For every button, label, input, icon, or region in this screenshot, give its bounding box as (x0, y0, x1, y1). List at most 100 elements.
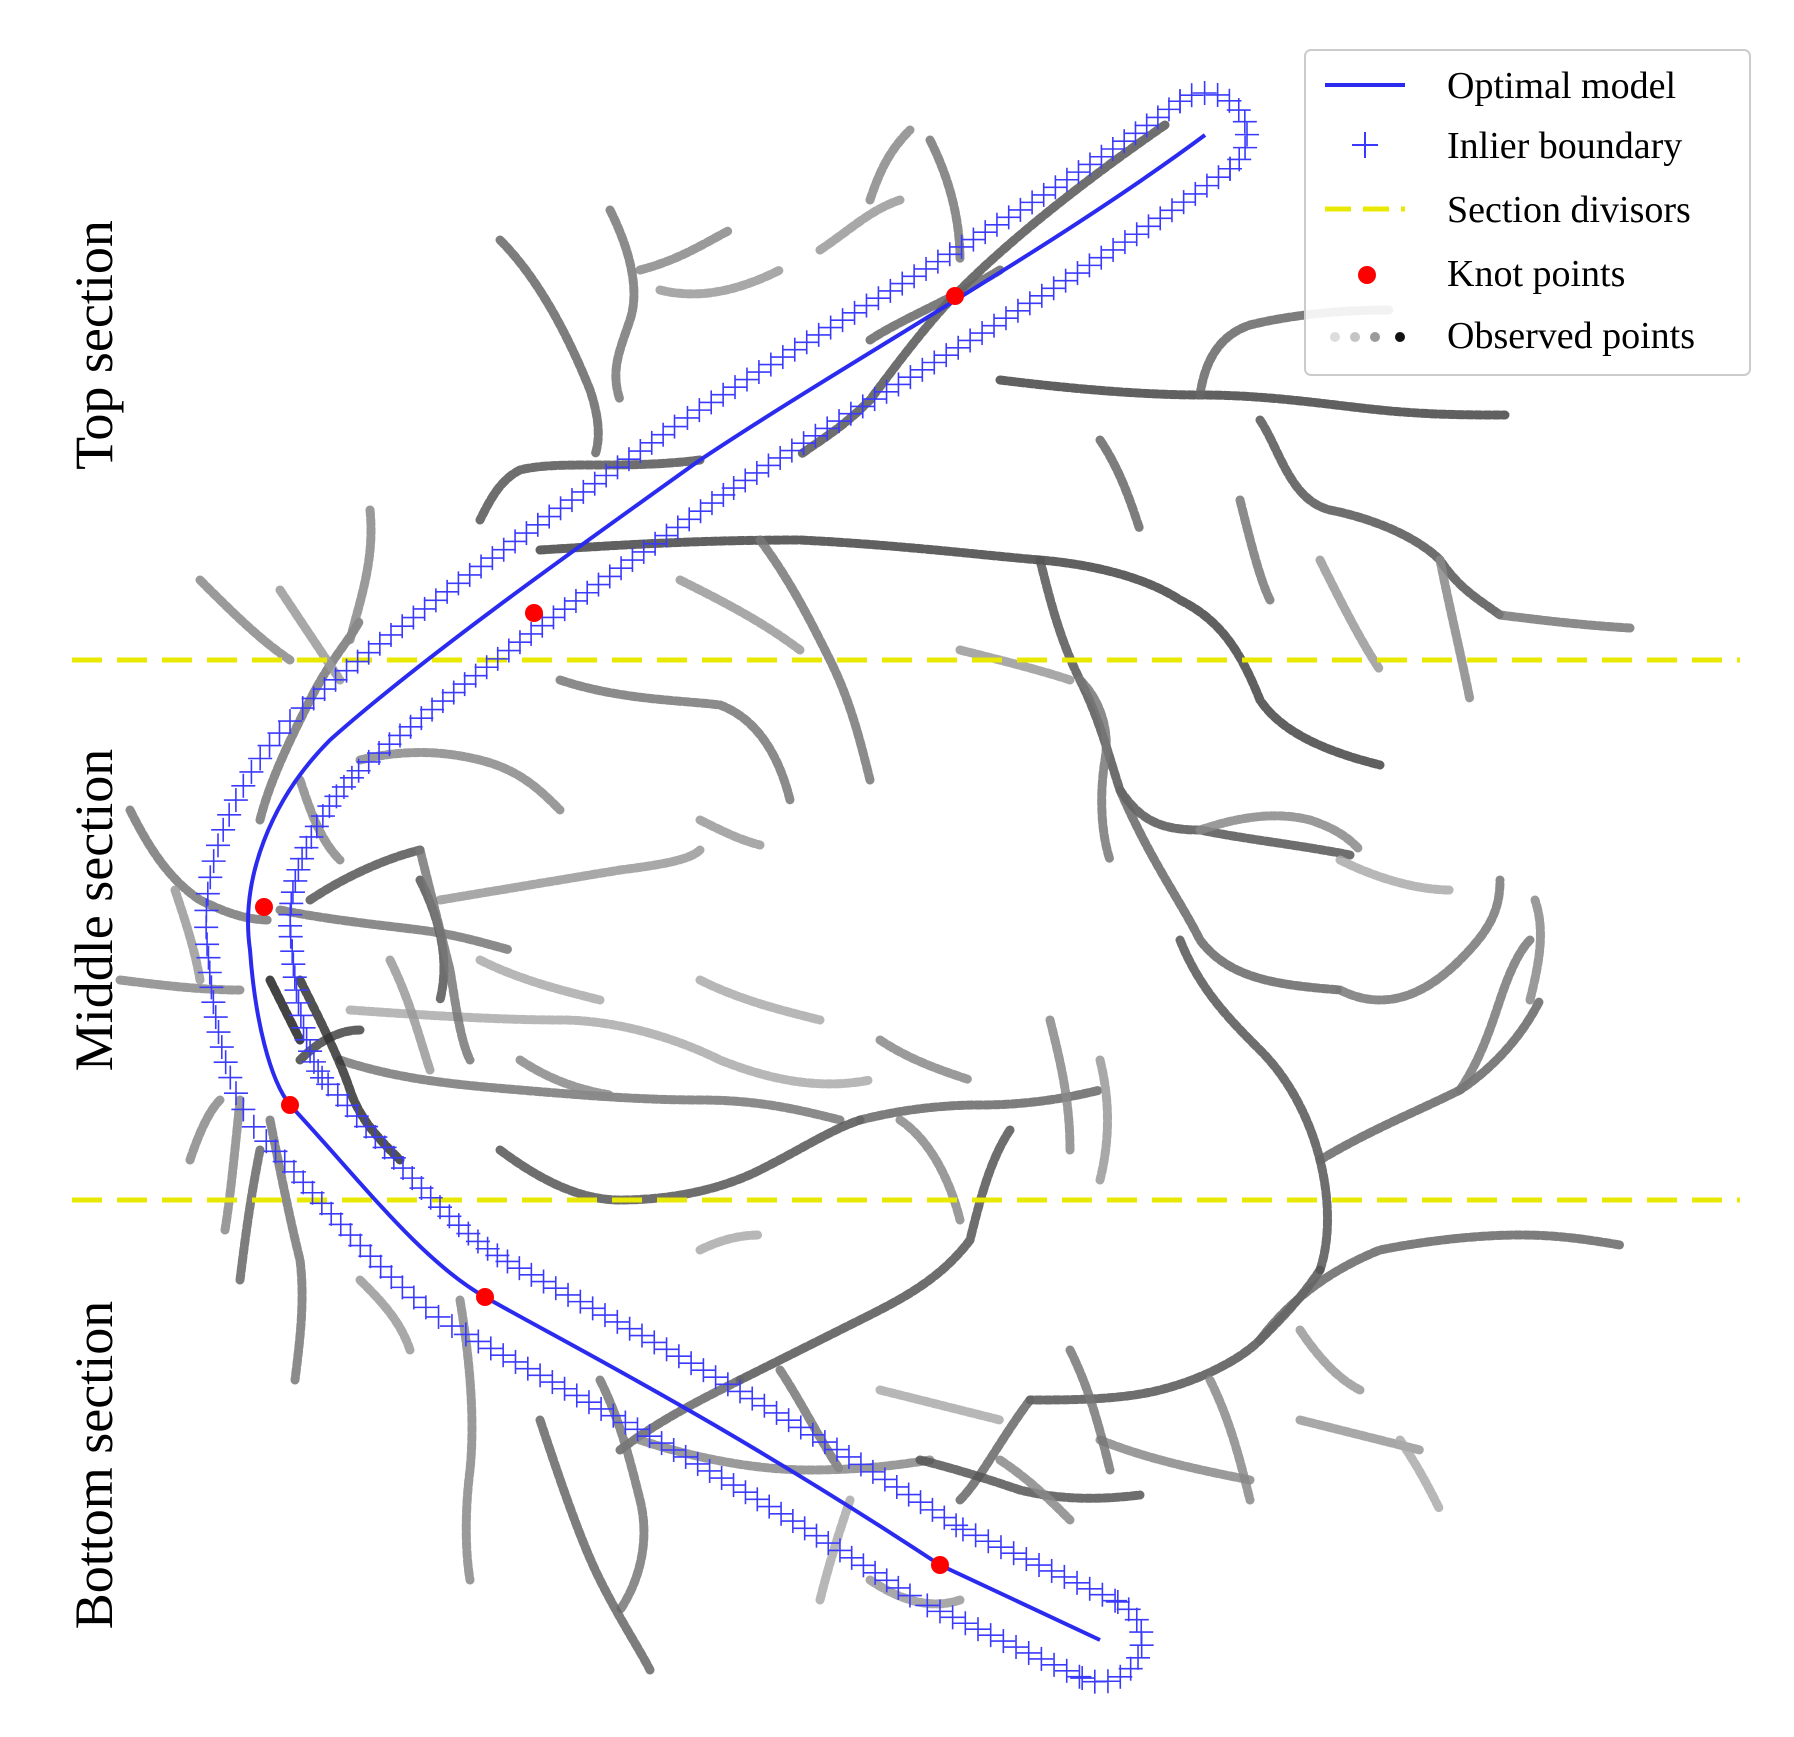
inlier-boundary-marker (540, 1370, 565, 1395)
inlier-boundary-marker (691, 1358, 716, 1383)
inlier-boundary-marker (401, 1285, 426, 1310)
inlier-boundary-marker (195, 932, 220, 957)
inlier-boundary-marker (728, 1379, 753, 1404)
vessel-segment (875, 1385, 1005, 1425)
inlier-boundary-marker (740, 1386, 765, 1411)
inlier-boundary-marker (283, 868, 308, 893)
inlier-boundary-marker (1234, 122, 1259, 147)
vessel-segment (355, 1275, 415, 1355)
inlier-boundary-marker (301, 686, 326, 711)
inlier-boundary-marker (1039, 1558, 1064, 1583)
inlier-boundary-marker (284, 978, 309, 1003)
inlier-boundary-marker (478, 1336, 503, 1361)
knot-point (525, 604, 543, 622)
inlier-boundary-marker (625, 1417, 650, 1442)
inlier-boundary-marker (768, 445, 793, 470)
vessel-segment (345, 505, 376, 645)
vessel-segment (955, 1395, 1035, 1505)
inlier-boundary-marker (426, 1304, 451, 1329)
inlier-boundary-marker (316, 1072, 341, 1097)
inlier-boundary-marker (356, 749, 381, 774)
inlier-boundary-marker (211, 817, 236, 842)
inlier-boundary-marker (915, 1593, 940, 1618)
knot-points (255, 287, 964, 1574)
inlier-boundary-marker (996, 205, 1021, 230)
inlier-boundary-marker (194, 915, 219, 940)
inlier-boundary-marker (703, 1365, 728, 1390)
inlier-boundary-marker (993, 306, 1018, 331)
inlier-boundary-marker (788, 1415, 813, 1440)
inlier-boundary-marker (279, 891, 304, 916)
inlier-boundary-marker (842, 300, 867, 325)
inlier-boundary-marker (323, 667, 348, 692)
inlier-boundary-marker (248, 746, 273, 771)
inlier-boundary-marker (601, 1403, 626, 1428)
inlier-boundary-marker (792, 1516, 817, 1541)
inlier-boundary-marker (666, 1344, 691, 1369)
inlier-boundary-marker (1179, 83, 1204, 108)
middle-section-label: Middle section (64, 749, 124, 1071)
inlier-boundary-marker (1108, 1664, 1133, 1689)
vessel-segment (1315, 555, 1385, 675)
inlier-boundary-marker (803, 423, 828, 448)
vessel-segment (295, 975, 405, 1165)
inlier-boundary-marker (752, 1393, 777, 1418)
vessel-segment (275, 905, 515, 955)
observed-vessel-points (115, 120, 1635, 1675)
inlier-boundary-marker (291, 1015, 316, 1040)
knot-point (946, 287, 964, 305)
inlier-boundary-marker (1192, 81, 1217, 106)
inlier-boundary-marker (310, 804, 335, 829)
inlier-boundary-marker (291, 1170, 316, 1195)
inlier-boundary-marker (949, 234, 974, 259)
vessel-segment (1095, 1055, 1112, 1185)
vessel-segment (185, 1095, 225, 1165)
vessel-segment (1045, 1015, 1075, 1155)
legend-inlier-boundary-label: Inlier boundary (1447, 125, 1682, 167)
vessel-segment (435, 845, 705, 905)
inlier-boundary-marker (409, 1176, 434, 1201)
inlier-boundary-marker (485, 1243, 510, 1268)
legend-inlier-boundary-swatch (1352, 132, 1378, 158)
inlier-boundary-marker (958, 328, 983, 353)
inlier-boundary-marker (984, 212, 1009, 237)
inlier-boundary-marker (304, 814, 329, 839)
inlier-boundary-marker (746, 360, 771, 385)
vessel-segment (755, 535, 875, 785)
inlier-boundary-marker (278, 924, 303, 949)
vessel-segment (1495, 610, 1635, 633)
inlier-boundary-marker (679, 1351, 704, 1376)
inlier-boundary-marker (661, 1438, 686, 1463)
inlier-boundary-marker (298, 1039, 323, 1064)
inlier-boundary-marker (280, 880, 305, 905)
inlier-boundary-marker (556, 1282, 581, 1307)
inlier-boundary-marker (224, 1081, 249, 1106)
inlier-boundary-marker (953, 1611, 978, 1636)
vessel-segment (655, 265, 785, 299)
inlier-boundary-marker (617, 1316, 642, 1341)
inlier-boundary-marker (878, 278, 903, 303)
inlier-boundary-marker (267, 721, 292, 746)
inlier-boundary-marker (800, 1422, 825, 1447)
vessel-segment (615, 1375, 745, 1455)
inlier-boundary-marker (334, 658, 359, 683)
inlier-boundary-marker (944, 1513, 969, 1538)
inlier-boundary-marker (961, 227, 986, 252)
inlier-boundary-marker (368, 1254, 393, 1279)
inlier-boundary-marker (348, 1233, 373, 1258)
inlier-boundary-marker (290, 696, 315, 721)
inlier-boundary-marker (206, 833, 231, 858)
inlier-boundary-marker (914, 256, 939, 281)
inlier-boundary-marker (1029, 1646, 1054, 1671)
vessel-segment (925, 135, 965, 265)
inlier-boundary-marker (890, 271, 915, 296)
inlier-boundary-marker (437, 1204, 462, 1229)
vessel-segment (605, 205, 639, 405)
legend-knot-points-swatch (1358, 266, 1376, 284)
inlier-boundary-marker (854, 293, 879, 318)
inlier-boundary-marker (910, 357, 935, 382)
inlier-boundary-marker (866, 286, 891, 311)
knot-point (255, 898, 273, 916)
inlier-boundary-marker (209, 1035, 234, 1060)
inlier-boundary-marker (605, 1309, 630, 1334)
